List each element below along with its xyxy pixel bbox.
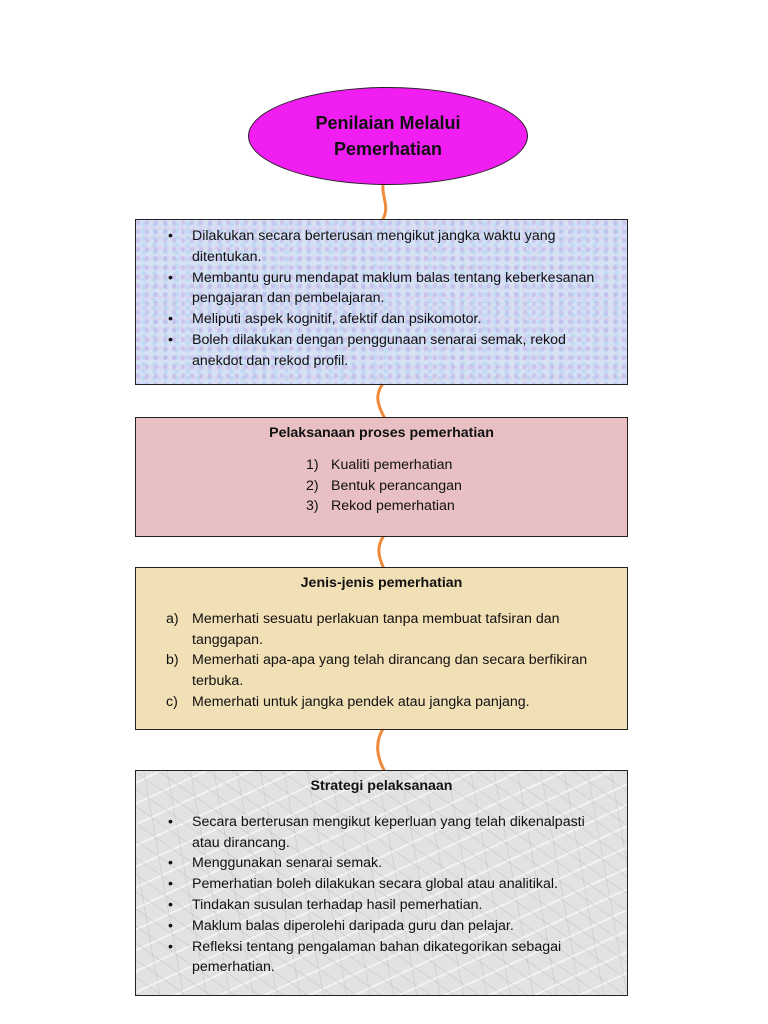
list-item: •Tindakan susulan terhadap hasil pemerha… [166,895,597,916]
list-item: •Pemerhatian boleh dilakukan secara glob… [166,874,597,895]
characteristics-box: •Dilakukan secara berterusan mengikut ja… [135,219,628,385]
list-item: •Secara berterusan mengikut keperluan ya… [168,813,585,851]
strategy-title: Strategi pelaksanaan [310,778,453,794]
types-title: Jenis-jenis pemerhatian [300,575,463,591]
bullet-icon: • [168,813,173,830]
strategy-box: Strategi pelaksanaan •Secara berterusan … [135,770,628,996]
bullet-icon: • [168,311,173,328]
types-box: Jenis-jenis pemerhatian a)Memerhati sesu… [135,567,628,730]
process-list: 1)Kualiti pemerhatian 2)Bentuk perancang… [306,455,506,517]
bullet-icon: • [168,876,173,893]
bullet-icon: • [168,331,173,348]
list-item: •Dilakukan secara berterusan mengikut ja… [168,228,556,265]
list-item: b)Memerhati apa-apa yang telah dirancang… [166,652,588,690]
list-item: •Refleksi tentang pengalaman bahan dikat… [168,938,562,976]
bullet-icon: • [168,855,173,872]
process-title: Pelaksanaan proses pemerhatian [269,425,494,441]
characteristics-list: •Dilakukan secara berterusan mengikut ja… [166,226,615,372]
process-box: Pelaksanaan proses pemerhatian 1)Kualiti… [135,417,628,537]
list-item: c)Memerhati untuk jangka pendek atau jan… [166,693,530,710]
list-item: 1)Kualiti pemerhatian [306,456,453,473]
types-list: a)Memerhati sesuatu perlakuan tanpa memb… [166,609,627,713]
list-item: •Menggunakan senarai semak. [166,853,597,874]
bullet-icon: • [168,896,173,913]
bullet-icon: • [168,938,173,955]
list-item: 3)Rekod pemerhatian [306,498,455,515]
main-topic-ellipse: Penilaian Melalui Pemerhatian [248,87,528,185]
list-item: •Meliputi aspek kognitif, afektif dan ps… [166,309,615,330]
main-topic-title: Penilaian Melalui Pemerhatian [315,113,461,159]
list-item: a)Memerhati sesuatu perlakuan tanpa memb… [166,610,560,648]
list-item: 2)Bentuk perancangan [306,477,462,494]
list-item: •Maklum balas diperolehi daripada guru d… [166,916,597,937]
bullet-icon: • [168,228,173,244]
bullet-icon: • [168,917,173,934]
list-item: •Membantu guru mendapat maklum balas ten… [168,269,595,307]
list-item: •Boleh dilakukan dengan penggunaan senar… [168,331,566,369]
bullet-icon: • [168,269,173,286]
strategy-list: •Secara berterusan mengikut keperluan ya… [166,812,597,978]
